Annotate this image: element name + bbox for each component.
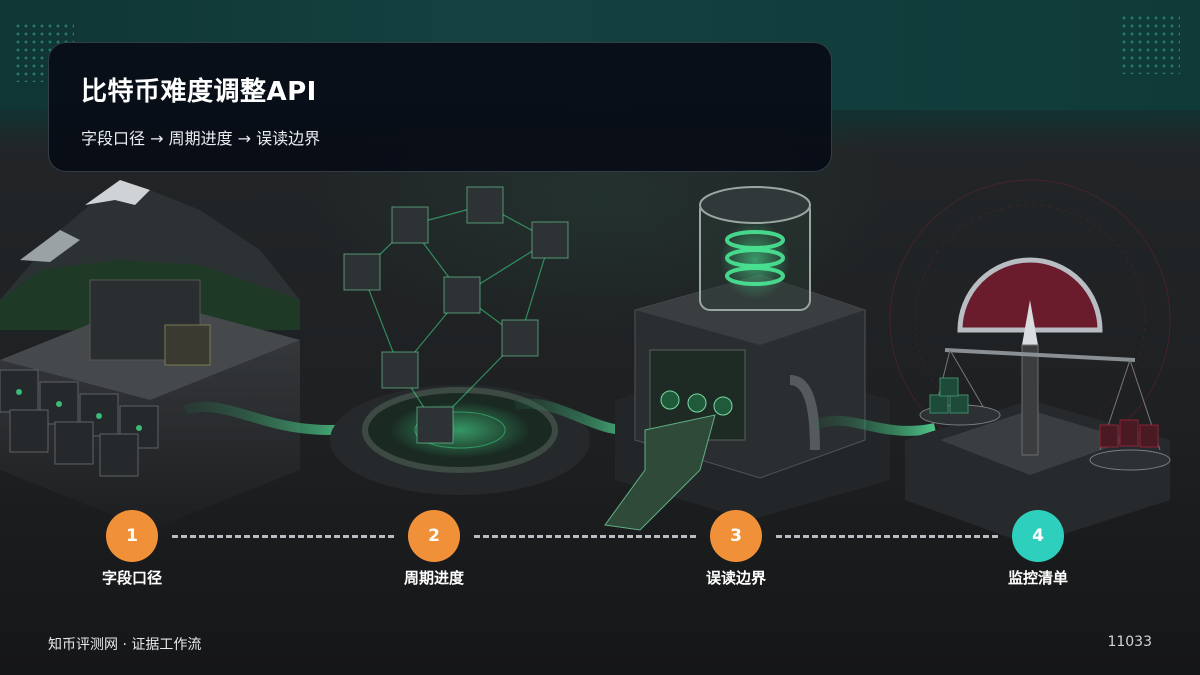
step-2-label: 周期进度	[403, 569, 464, 587]
network-portal-icon	[330, 186, 590, 495]
footer-brand: 知币评测网 · 证据工作流	[48, 637, 202, 653]
dot-pattern-right	[1120, 14, 1180, 74]
step-4-label: 监控清单	[1007, 569, 1068, 587]
flow-arrow-3	[813, 415, 937, 436]
step-3-label: 误读边界	[705, 569, 766, 587]
step-3-marker: 3	[710, 510, 762, 562]
step-4-number: 4	[1032, 526, 1044, 546]
footer-page-id: 11033	[1107, 634, 1152, 650]
step-connector-1-2	[172, 535, 394, 538]
processing-machine-icon	[604, 186, 890, 531]
flow-arrow-1	[183, 401, 361, 436]
step-3-number: 3	[730, 526, 742, 546]
step-1-label: 字段口径	[101, 569, 162, 587]
step-2-number: 2	[428, 526, 440, 546]
balance-gauge-icon	[889, 179, 1171, 545]
step-connector-3-4	[776, 535, 998, 538]
step-1-number: 1	[126, 526, 138, 546]
step-1-marker: 1	[106, 510, 158, 562]
page-subtitle: 字段口径 → 周期进度 → 误读边界	[81, 129, 321, 148]
step-4-marker: 4	[1012, 510, 1064, 562]
step-2-marker: 2	[408, 510, 460, 562]
server-platform-icon	[0, 279, 300, 530]
page-title: 比特币难度调整API	[81, 77, 317, 107]
step-connector-2-3	[474, 535, 696, 538]
title-card: 比特币难度调整API 字段口径 → 周期进度 → 误读边界	[48, 42, 832, 172]
